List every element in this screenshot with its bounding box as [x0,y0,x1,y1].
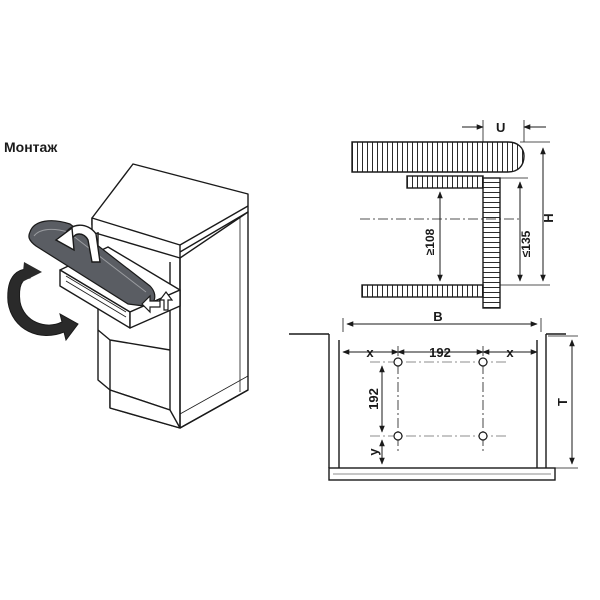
label-x-right: x [506,345,514,360]
label-u: U [496,120,505,135]
title-montazh: Монтаж [4,139,58,155]
lower-shelf [361,284,484,298]
push-arrow-right [158,291,174,311]
label-192-horizontal: 192 [429,345,451,360]
label-y: y [366,448,381,456]
label-h: H [541,213,556,222]
label-max-135: ≤135 [519,230,533,257]
label-x-left: x [366,345,374,360]
hole-top-right [478,357,488,367]
push-arrow-left [141,294,161,314]
worktop-section [351,141,525,173]
hole-top-left [393,357,403,367]
arrows [7,224,174,342]
side-section [351,120,550,309]
front-panel [482,177,501,309]
hole-bottom-right [478,431,488,441]
label-192-vertical: 192 [366,388,381,410]
cabinet-illustration [28,163,249,429]
plan-view [289,318,578,481]
hole-bottom-left [393,431,403,441]
label-t: T [555,398,570,406]
label-min-108: ≥108 [423,228,437,255]
mounting-block [406,175,484,189]
label-b: B [433,309,442,324]
